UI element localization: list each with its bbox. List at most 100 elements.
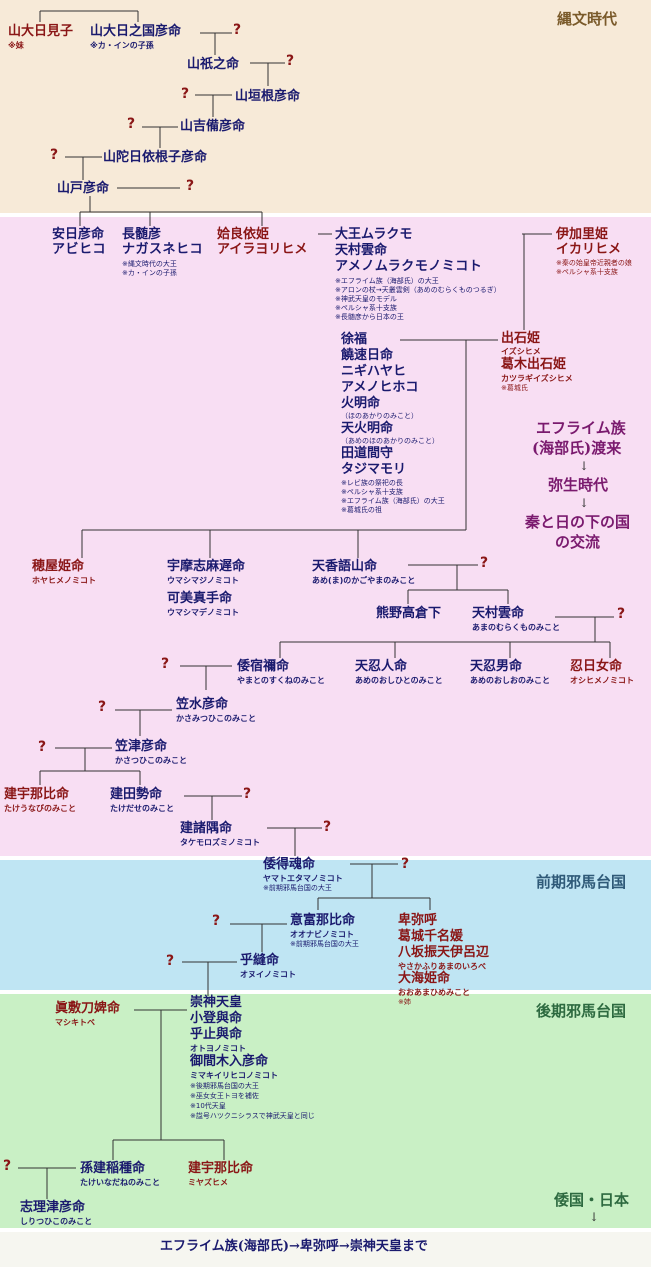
person-mashikitobe: 眞敷刀婢命 (55, 1001, 121, 1016)
person-note: ※カ・インの子孫 (122, 269, 177, 277)
person-ameoshihito: 天忍人命 (355, 659, 408, 674)
person-amenokagoyama: 天香語山命 (312, 559, 378, 574)
person-kana: たけいなだねのみこと (80, 1178, 160, 1187)
person-kana: たけだせのみこと (110, 804, 174, 813)
unknown-marker: ? (186, 178, 195, 194)
person-name-line: アメノムラクモノミコト (335, 259, 483, 274)
person-kana: オオナビノミコト (290, 930, 354, 939)
unknown-marker: ? (166, 953, 175, 969)
person-note: ※神武天皇のモデル (335, 295, 397, 303)
person-note: ※エフライム族（海部氏）の大王 (335, 277, 439, 285)
person-kana: マシキトベ (55, 1018, 95, 1027)
unknown-marker: ? (243, 786, 252, 802)
unknown-marker: ? (161, 656, 170, 672)
person-name-line: アメノヒホコ (341, 380, 419, 395)
person-kana: タケモロズミノミコト (180, 838, 260, 847)
person-note: ※姉 (398, 998, 411, 1006)
person-kana: おおあまひめみこと (398, 988, 470, 997)
person-name-line: 乎止與命 (190, 1027, 243, 1042)
mid-label-amabe: (海部氏)渡来 (532, 439, 622, 457)
person-note: ※妹 (8, 41, 24, 50)
person-name-line: 天火明命 (341, 421, 394, 436)
person-ootomahi: 意富那比命 (290, 913, 356, 928)
era-label-jomon: 縄文時代 (557, 10, 618, 28)
era-label-early-yamatai: 前期邪馬台国 (536, 873, 627, 891)
person-note: ※縄文時代の大王 (122, 260, 177, 268)
unknown-marker: ? (181, 86, 190, 102)
person-oshihime: 忍日女命 (570, 659, 623, 674)
person-name-line: 小登與命 (190, 1011, 243, 1026)
person-kana: イズシヒメ (501, 347, 541, 356)
person-name-line: ニギハヤヒ (341, 364, 407, 379)
mid-label-exchange: の交流 (555, 533, 601, 551)
person-takeunahi: 建宇那比命 (4, 787, 70, 802)
person-kana: （ほのあかりのみこと） (341, 412, 418, 420)
person-yamaoohiruko: 山大日見子 (8, 24, 74, 39)
person-note: ※ペルシャ系十支族 (556, 268, 618, 276)
person-kana: ウマシマジノミコト (167, 576, 239, 585)
person-kana: ミマキイリヒコノミコト (190, 1071, 278, 1080)
person-nagasunehiko: 長髄彦 (122, 227, 162, 242)
person-kana: あめのおしひとのみこと (355, 676, 443, 685)
mid-label-yayoi: 弥生時代 (548, 476, 609, 494)
unknown-marker: ? (127, 116, 136, 132)
person-note: ※アロンの杖→天叢雲剣（あめのむらくものつるぎ） (335, 286, 501, 294)
person-takeinadane: 孫建稲種命 (80, 1161, 146, 1176)
person-yamakibihiko: 山吉備彦命 (180, 119, 246, 134)
person-name-line: 葛木出石姫 (501, 357, 567, 372)
person-kana: ナガスネヒコ (122, 242, 204, 257)
person-ooimurakumo: 大王ムラクモ (335, 227, 413, 242)
person-name-line: 饒速日命 (341, 348, 394, 363)
person-name-line: 田道間守 (341, 446, 394, 461)
person-otonu: 乎縫命 (240, 953, 280, 968)
person-name-line: 八坂振天伊呂辺 (398, 945, 490, 960)
unknown-marker: ? (323, 819, 332, 835)
person-name-line: 可美真手命 (167, 591, 233, 606)
person-kasamizuhiko: 笠水彦命 (176, 697, 229, 712)
person-name-line: 大海姫命 (398, 971, 451, 986)
person-abihiko: 安日彦命 (52, 227, 105, 242)
unknown-marker: ? (286, 53, 295, 69)
unknown-marker: ? (401, 856, 410, 872)
person-note: ※前期邪馬台国の大王 (263, 884, 332, 892)
mid-down-arrow-2: ↓ (579, 496, 590, 510)
person-kana: ヤマトエタマノミコト (263, 874, 343, 883)
person-umashimaji: 宇摩志麻遅命 (167, 559, 246, 574)
person-kana: アイラヨリヒメ (217, 242, 308, 257)
person-takemorozumi: 建諸隅命 (180, 821, 233, 836)
early-yamatai-band (0, 860, 651, 990)
person-note: ※レビ族の祭祀の長 (341, 479, 403, 487)
unknown-marker: ? (38, 739, 47, 755)
person-kana: たけうなびのみこと (4, 804, 76, 813)
person-takeunahi-2: 建宇那比命 (188, 1161, 254, 1176)
person-kana: カツラギイズシヒメ (501, 374, 573, 383)
person-kana: オトヨノミコト (190, 1044, 246, 1053)
footer-band (0, 1232, 651, 1267)
person-note: ※ペルシャ系十支族 (341, 488, 403, 496)
person-kana: アビヒコ (52, 242, 107, 257)
yayoi-era-band (0, 217, 651, 856)
person-note: ※葛城氏 (501, 384, 528, 392)
mid-label-ephraim: エフライム族 (536, 419, 626, 437)
person-sujin: 崇神天皇 (190, 995, 243, 1010)
person-kana: やさかふりあまのいろべ (398, 962, 486, 971)
person-airayori: 姶良依姫 (217, 227, 270, 242)
late-yamatai-band (0, 994, 651, 1228)
unknown-marker: ? (3, 1158, 12, 1174)
mid-down-arrow-1: ↓ (579, 459, 590, 473)
person-note: ※10代天皇 (190, 1102, 226, 1110)
era-down-arrow: ↓ (589, 1210, 600, 1224)
person-himiko: 卑弥呼 (398, 913, 438, 928)
unknown-marker: ? (212, 913, 221, 929)
person-note: ※前期邪馬台国の大王 (290, 940, 359, 948)
person-kasatsuhiko: 笠津彦命 (115, 739, 168, 754)
person-note: ※ペルシャ系十支族 (335, 304, 397, 312)
jomon-era-band (0, 0, 651, 213)
person-note: ※巫女女王トヨを補佐 (190, 1092, 259, 1100)
person-name-line: タジマモリ (341, 462, 407, 477)
person-kana: あめ(ま)のかごやまのみこと (312, 576, 416, 585)
person-note: ※カ・インの子孫 (90, 41, 154, 50)
person-kana: オシヒメノミコト (570, 676, 634, 685)
unknown-marker: ? (617, 606, 626, 622)
